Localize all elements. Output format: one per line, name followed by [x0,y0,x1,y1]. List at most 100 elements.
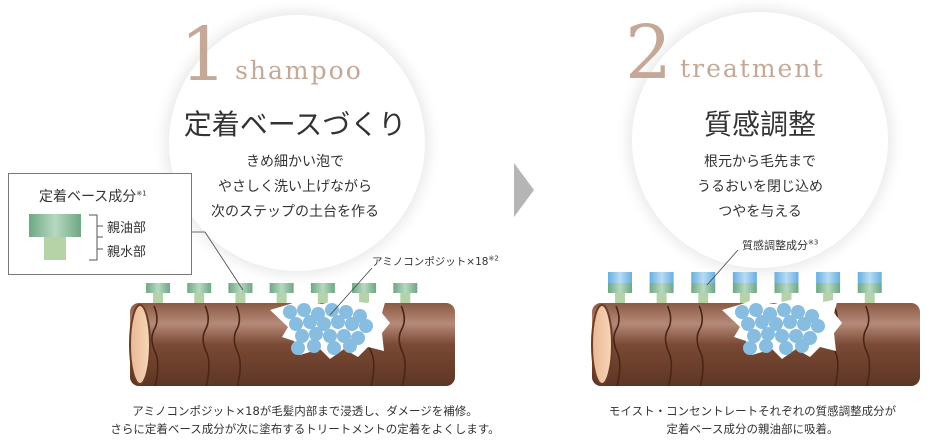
step1-hair-amino-bubble [327,341,341,355]
step1-hair-peg-cap [310,283,335,293]
step2-hair-peg-stem [781,293,792,303]
step2-hair-peg-cap [857,283,882,293]
step1-hair-peg-stem [276,293,287,303]
step2-hair-amino-bubble [761,327,775,341]
step1-hair-cuticle-crack [233,305,241,387]
step1-hair-peg-cap [146,283,170,293]
step1-hair-amino-bubble [295,329,309,343]
step1-hair-amino-bubble [339,305,353,319]
step2-hair-amino-bubble [741,317,755,331]
step2-name: treatment [680,54,825,83]
desc-line: 根元から毛先まで [704,154,816,170]
step2-hair-peg-stem [739,293,750,303]
step1-hair-amino-bubble [325,303,339,317]
step2-hair-amino-bubble [743,341,757,355]
step2-hair-amino-bubble [769,317,783,331]
legend-note: ※1 [136,189,147,198]
step2-hair-amino-bubble [797,317,811,331]
step2-callout: 質感調整成分※3 [742,237,818,253]
step2-hair-peg-cap [649,283,674,293]
legend-bottom-label: 親水部 [107,245,147,260]
legend-peg-icon [29,214,103,261]
callout-note: ※2 [488,254,499,263]
step1-hair-amino-bubble [345,317,359,331]
next-arrow-icon [514,163,534,217]
callout-text: アミノコンポジット×18 [372,256,489,268]
step2-hair-cuticle-crack [862,305,871,387]
step2-hair-peg-stem [698,293,709,303]
step1-hair-peg-cap [352,283,377,293]
step1-hair-peg-stem [400,293,411,303]
step1-hair-peg-cap [393,283,418,293]
caption-line: アミノコンポジット×18が毛髪内部まで浸透し、ダメージを補修。 [132,404,478,418]
legend-top-label: 親油部 [107,221,147,236]
desc-line: 次のステップの土台を作る [211,204,379,220]
step1-hair-end [129,304,151,385]
step2-hair-peg-cap [774,283,799,293]
step2-callout-line [706,249,739,286]
step1-circle [169,15,425,271]
step1-callout-line [329,267,373,316]
step2-hair-amino-bubble [777,303,791,317]
step1-caption: アミノコンポジット×18が毛髪内部まで浸透し、ダメージを補修。 さらに定着ベース… [60,402,550,438]
step2-hair-amino-bubble [755,315,769,329]
step1-name: shampoo [235,56,363,85]
step1-desc: きめ細かい泡で やさしく洗い上げながら 次のステップの土台を作る [177,150,413,225]
step1-hair-peg-stem [153,293,163,303]
step2-hair-end [591,304,613,385]
step1-hair-cuticle-crack [398,305,406,387]
step2-hair-amino-bubble [791,305,805,319]
step1-hair-amino-bubble [303,315,317,329]
step2-hair-peg-stem [864,293,875,303]
step1-hair-peg-stem [194,293,205,303]
step2-hair-peg-blue-cap [774,272,799,283]
step2-hair-peg-cap [816,283,841,293]
step2-title: 質感調整 [703,108,816,141]
step1-hair-peg-cap [269,283,294,293]
step2-hair-peg-stem [656,293,667,303]
step2-hair-peg-cap [691,283,716,293]
step1-hair-amino-bubble [307,339,321,353]
legend-title-text: 定着ベース成分 [39,189,137,205]
step2-hair-amino-bubble [749,303,763,317]
step2-hair-amino-bubble [759,339,773,353]
desc-line: つやを与える [718,204,802,220]
step2-hair-amino-bubble [779,341,793,355]
caption-line: さらに定着ベース成分が次に塗布するトリートメントの定着をよくします。 [110,422,500,436]
callout-text: 質感調整成分 [742,239,808,252]
step2-hair-peg-blue-cap [732,272,757,283]
step1-hair-peg-stem [359,293,370,303]
step2-hair-peg-blue-cap [857,272,882,283]
step2-hair-amino-bubble [795,339,809,353]
step2-hair-peg-blue-cap [608,272,632,283]
step2-number: 2 [625,10,673,96]
step2-heading: 2 treatment [625,16,825,90]
desc-line: うるおいを閉じ込め [697,179,823,195]
step1-hair-amino-bubble [317,317,331,331]
step2-hair-cuticle-crack [664,305,673,387]
step1-hair-amino-bubble [283,305,297,319]
step1-hair-amino-bubble [343,339,357,353]
step2-circle [632,12,888,268]
step1-hair-amino-bubble [297,303,311,317]
step1-hair-amino-bubble [291,341,305,355]
step2-hair-amino-bubble [775,329,789,343]
step2-hair-cuticle-crack [696,305,704,387]
desc-line: やさしく洗い上げながら [218,179,372,195]
caption-line: 定着ベース成分の親油部に吸着。 [666,422,839,436]
step2-hair-amino-bubble [747,329,761,343]
step2-hair-peg-cap [608,283,632,293]
step1-callout: アミノコンポジット×18※2 [372,254,499,269]
legend-title: 定着ベース成分※1 [39,186,147,206]
legend-box: 定着ベース成分※1 親油部 親水部 [8,173,192,275]
step1-hair-cuticle-crack [202,305,210,387]
step1-heading: 1 shampoo [180,18,363,92]
step1-hair-peg-cap [187,283,212,293]
step1-hair-cuticle-crack [151,305,159,387]
step2-hair-amino-bubble [811,319,825,333]
step1-hair-amino-bubble [289,317,303,331]
desc-line: きめ細かい泡で [246,154,344,170]
step1-hair-peg-cap [228,283,253,293]
step2-hair-peg-stem [615,293,625,303]
